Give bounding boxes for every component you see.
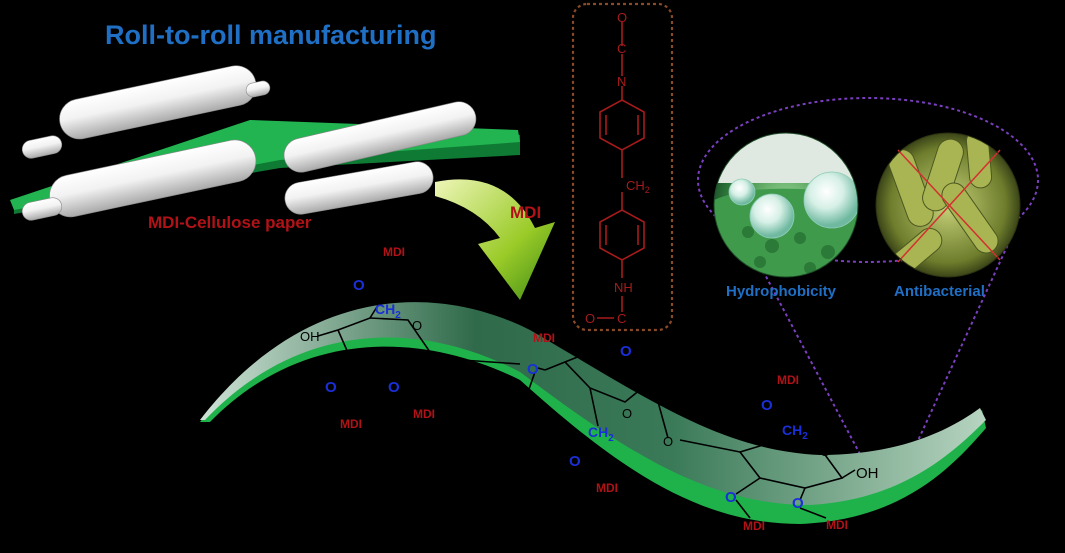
- chain-ho-left: OH: [300, 329, 320, 344]
- roll-to-roll-machine: [10, 65, 520, 221]
- mdi-label-8: MDI: [826, 518, 848, 532]
- arrow-label: MDI: [510, 203, 541, 222]
- molecule-c-top: C: [617, 41, 626, 56]
- process-arrow: [435, 179, 555, 300]
- mdi-label-2: MDI: [340, 417, 362, 431]
- chain-o-ring-2: O: [622, 406, 632, 421]
- ch2-label-2: CH2: [588, 424, 614, 444]
- roller-top-left: [21, 65, 271, 159]
- oxygen-6: O: [569, 453, 581, 470]
- molecule-o-top: O: [617, 10, 627, 25]
- molecule-n-top: N: [617, 74, 626, 89]
- property-hydrophobicity: Hydrophobicity: [726, 283, 837, 300]
- mdi-label-7: MDI: [743, 519, 765, 533]
- oxygen-3: O: [388, 379, 400, 396]
- title: Roll-to-roll manufacturing: [105, 20, 436, 50]
- mdi-molecule: [597, 22, 645, 319]
- mdi-label-1: MDI: [383, 245, 405, 259]
- molecule-nh: NH: [614, 280, 633, 295]
- roller-bottom-right: [284, 161, 434, 215]
- molecule-box: [571, 2, 674, 332]
- antibacterial-image: [875, 132, 1021, 278]
- mdi-label-5: MDI: [596, 481, 618, 495]
- molecule-c-bottom: C: [617, 311, 626, 326]
- ch2-label-3: CH2: [782, 422, 808, 442]
- mdi-label-4: MDI: [533, 331, 555, 345]
- oxygen-8: O: [725, 489, 737, 506]
- oxygen-5: O: [620, 343, 632, 360]
- chain-oh-right: OH: [856, 465, 879, 482]
- ch2-label-1: CH2: [375, 301, 401, 321]
- molecule-o-bottom: O: [585, 311, 595, 326]
- property-antibacterial: Antibacterial: [894, 283, 985, 300]
- oxygen-7: O: [761, 397, 773, 414]
- roller-bottom-left: [21, 139, 257, 221]
- chain-o-ring-3: O: [820, 444, 830, 459]
- chain-o-glycosidic: O: [663, 434, 673, 449]
- oxygen-4: O: [527, 361, 539, 378]
- roller-top-right: [283, 101, 477, 173]
- molecule-ch2: CH2: [626, 178, 650, 195]
- paper-label: MDI-Cellulose paper: [148, 213, 312, 232]
- cellulose-chain: [317, 301, 856, 519]
- chain-o-ring-1: O: [412, 318, 422, 333]
- oxygen-1: O: [353, 277, 365, 294]
- mdi-label-6: MDI: [777, 373, 799, 387]
- oxygen-9: O: [792, 495, 804, 512]
- oxygen-2: O: [325, 379, 337, 396]
- hydrophobicity-image: [713, 132, 859, 278]
- mdi-label-3: MDI: [413, 407, 435, 421]
